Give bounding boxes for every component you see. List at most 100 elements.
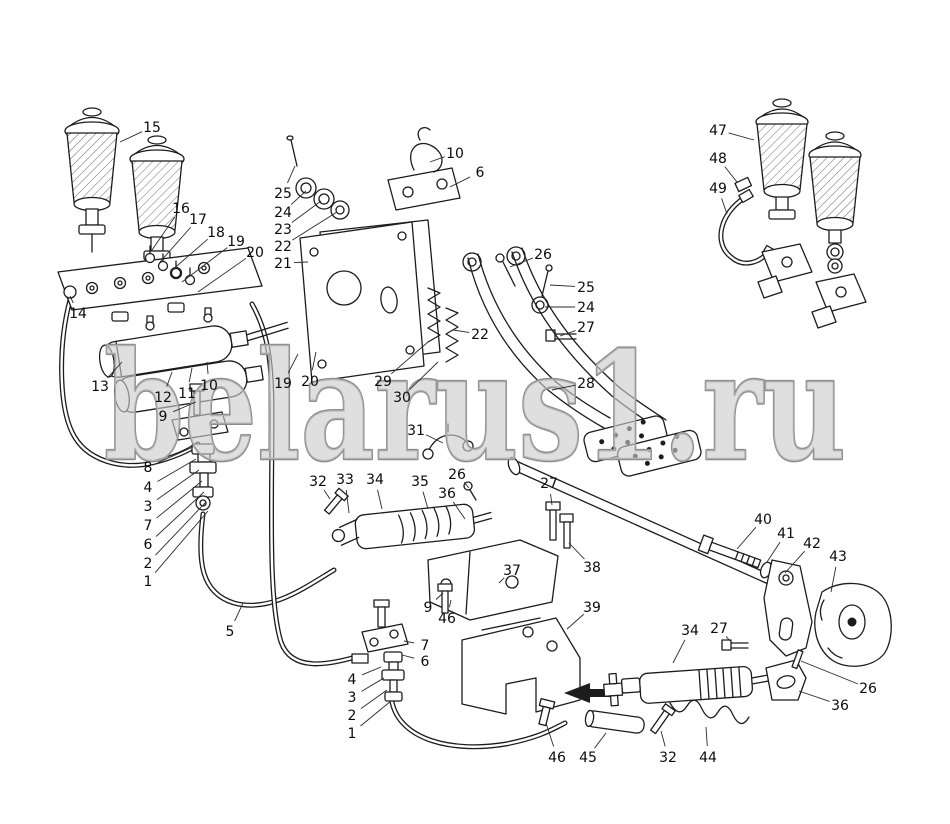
callout-13: 13 <box>91 379 109 395</box>
callout-49: 49 <box>709 181 727 197</box>
callout-leader-26 <box>800 660 858 685</box>
callout-leader-47 <box>728 132 755 141</box>
callout-leader-4 <box>361 666 382 676</box>
callout-28: 28 <box>577 376 595 392</box>
callout-20: 20 <box>301 374 319 390</box>
callout-19: 19 <box>274 376 292 392</box>
callout-27: 27 <box>577 320 595 336</box>
callout-5: 5 <box>226 624 235 640</box>
callout-leader-36 <box>798 690 830 702</box>
callout-24: 24 <box>274 205 292 221</box>
callout-24: 24 <box>577 300 595 316</box>
bolts-27-38 <box>463 481 574 549</box>
callout-leader-22 <box>292 211 338 241</box>
callout-36: 36 <box>438 486 456 502</box>
callout-1: 1 <box>348 726 357 742</box>
callout-leader-39 <box>566 613 585 630</box>
callout-leader-6 <box>449 176 471 188</box>
return-springs <box>427 287 459 363</box>
subassembly-angled-unions <box>757 243 867 329</box>
bolt-40 <box>697 534 762 569</box>
callout-leader-9 <box>172 401 197 413</box>
callout-32: 32 <box>309 474 327 490</box>
callout-leader-24 <box>290 190 307 205</box>
callout-41: 41 <box>777 526 795 542</box>
spring-44 <box>669 699 750 725</box>
manifold-plate <box>57 245 263 322</box>
pedal-arms <box>462 246 702 477</box>
callout-22: 22 <box>274 239 292 255</box>
callout-leader-25 <box>549 284 576 287</box>
callout-17: 17 <box>189 212 207 228</box>
callout-16: 16 <box>172 201 190 217</box>
callout-23: 23 <box>274 222 292 238</box>
callout-leader-15 <box>119 131 143 143</box>
callout-leader-27 <box>550 493 553 506</box>
callout-7: 7 <box>144 518 153 534</box>
callout-36: 36 <box>831 698 849 714</box>
callout-47: 47 <box>709 123 727 139</box>
callout-19: 19 <box>227 234 245 250</box>
subassembly-reservoir-2 <box>808 131 862 274</box>
cross-shaft <box>422 423 787 593</box>
direction-arrow <box>564 683 612 703</box>
callout-38: 38 <box>583 560 601 576</box>
callout-leader-32 <box>660 730 666 747</box>
callout-leader-10 <box>206 361 209 375</box>
diagram-art <box>57 98 892 750</box>
callout-leader-10 <box>429 156 445 163</box>
callout-26: 26 <box>859 681 877 697</box>
bolts-9-46-middle <box>437 583 453 614</box>
callout-leader-30 <box>409 361 439 390</box>
callout-6: 6 <box>476 165 485 181</box>
bleed-screws <box>145 307 213 331</box>
callout-leader-19 <box>287 353 299 374</box>
subassembly-reservoir-1 <box>755 98 809 220</box>
callout-34: 34 <box>366 472 384 488</box>
callout-20: 20 <box>246 245 264 261</box>
callout-leader-20 <box>311 351 317 371</box>
callout-9: 9 <box>159 409 168 425</box>
callout-leader-41 <box>766 541 781 563</box>
callout-leader-35 <box>422 491 429 510</box>
valve-fitting-stack <box>189 443 217 511</box>
callout-leader-25 <box>287 165 296 184</box>
pin-45 <box>584 709 645 734</box>
callout-2: 2 <box>348 708 357 724</box>
callout-leader-22 <box>452 329 470 333</box>
callout-48: 48 <box>709 151 727 167</box>
brake-pipes <box>59 297 568 750</box>
master-cylinder-upper <box>98 321 289 378</box>
callout-leader-14 <box>69 295 74 304</box>
callout-26: 26 <box>534 247 552 263</box>
bolt-32-bottom <box>650 703 676 735</box>
callout-40: 40 <box>754 512 772 528</box>
callout-30: 30 <box>393 390 411 406</box>
bolt-27-right <box>721 639 749 651</box>
callout-10: 10 <box>446 146 464 162</box>
watermark-text: belarus1.ru <box>104 319 846 495</box>
callout-leader-18 <box>169 238 208 273</box>
callout-31: 31 <box>407 423 425 439</box>
callout-29: 29 <box>374 374 392 390</box>
callout-leader-27 <box>725 636 731 642</box>
callout-21: 21 <box>274 256 292 272</box>
callout-leader-13 <box>107 361 123 379</box>
callout-leader-11 <box>188 367 193 383</box>
callout-leader-9 <box>435 592 444 600</box>
callout-6: 6 <box>144 537 153 553</box>
callout-26: 26 <box>448 467 466 483</box>
callout-leader-5 <box>234 602 244 622</box>
bracket-39 <box>461 617 581 715</box>
callout-43: 43 <box>829 549 847 565</box>
callout-leader-38 <box>568 542 585 560</box>
callout-42: 42 <box>803 536 821 552</box>
top-bracket-switch <box>387 126 461 211</box>
bottom-fitting-stack <box>351 599 409 702</box>
callout-7: 7 <box>421 638 430 654</box>
callout-leader-46 <box>545 722 555 747</box>
bolt-46-bottom <box>538 698 556 727</box>
callout-8: 8 <box>144 460 153 476</box>
bracket-8 <box>171 411 229 441</box>
